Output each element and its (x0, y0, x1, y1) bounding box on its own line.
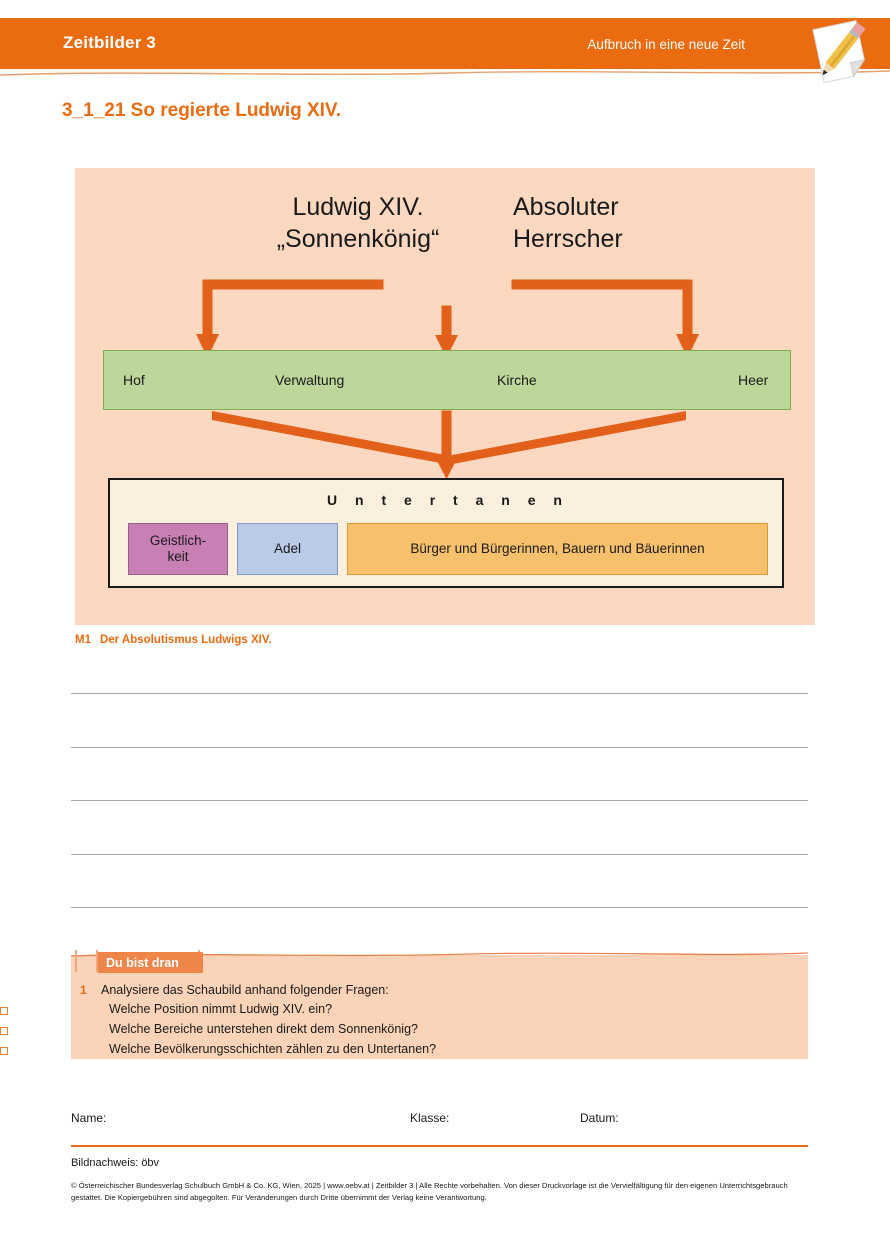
date-field-label: Datum: (580, 1111, 619, 1125)
green-bar-item-heer: Heer (738, 372, 769, 388)
figure-caption-text: Der Absolutismus Ludwigs XIV. (99, 634, 272, 646)
green-bar-item-hof: Hof (123, 372, 145, 388)
task-bullet-1: Welche Position nimmt Ludwig XIV. ein? (109, 1002, 333, 1016)
name-field-label: Name: (71, 1111, 107, 1125)
untertanen-groups: Geistlich- keit Adel Bürger und Bürgerin… (128, 523, 768, 575)
group-adel: Adel (237, 523, 338, 575)
diagram-king-label: Ludwig XIV. „Sonnenkönig“ (203, 191, 513, 255)
diagram-green-bar: Hof Verwaltung Kirche Heer (103, 350, 791, 410)
image-credit: Bildnachweis: öbv (71, 1157, 160, 1169)
header-bar (0, 18, 890, 69)
group-adel-label: Adel (273, 541, 302, 557)
task-bullet-3: Welche Bevölkerungsschichten zählen zu d… (109, 1042, 437, 1056)
answer-line-3 (71, 800, 808, 801)
task-checkbox-1[interactable] (0, 1007, 8, 1015)
answer-line-1 (71, 693, 808, 694)
copyright-notice: © Österreichischer Bundesverlag Schulbuc… (71, 1181, 788, 1202)
group-buerger-bauern: Bürger und Bürgerinnen, Bauern und Bäuer… (347, 523, 768, 575)
green-bar-item-verwaltung: Verwaltung (275, 372, 345, 388)
task-checkbox-3[interactable] (0, 1047, 8, 1055)
answer-line-4 (71, 854, 808, 855)
notepad-pencil-icon (800, 8, 886, 94)
answer-line-5 (71, 907, 808, 908)
answer-line-2 (71, 747, 808, 748)
class-field-label: Klasse: (410, 1111, 450, 1125)
figure-caption-number: M1 (75, 634, 91, 646)
king-label-line2: „Sonnenkönig“ (276, 225, 440, 253)
group-buerger-bauern-label: Bürger und Bürgerinnen, Bauern und Bäuer… (410, 541, 705, 557)
king-label-line1: Ludwig XIV. (292, 193, 424, 221)
untertanen-title: U n t e r t a n e n (327, 492, 569, 508)
ruler-label-line2: Herrscher (513, 225, 623, 253)
brand-title: Zeitbilder 3 (63, 33, 157, 52)
green-bar-item-kirche: Kirche (497, 372, 537, 388)
chapter-title: Aufbruch in eine neue Zeit (587, 37, 745, 52)
header-wave-divider (0, 68, 890, 78)
diagram-arrows (196, 279, 699, 479)
task-checkbox-2[interactable] (0, 1027, 8, 1035)
footer-divider (71, 1145, 808, 1147)
group-geistlichkeit-line2: keit (167, 549, 189, 564)
figure-caption: M1 Der Absolutismus Ludwigs XIV. (75, 634, 272, 646)
task-tick-2 (96, 950, 98, 972)
task-tick-1 (75, 950, 77, 972)
task-number: 1 (80, 983, 87, 997)
diagram-panel: Ludwig XIV. „Sonnenkönig“ Absoluter Herr… (75, 168, 815, 625)
du-bist-dran-badge: Du bist dran (98, 952, 203, 973)
page-title: 3_1_21 So regierte Ludwig XIV. (62, 100, 342, 121)
group-geistlichkeit-line1: Geistlich- (149, 533, 207, 549)
task-bullet-2: Welche Bereiche unterstehen direkt dem S… (109, 1022, 418, 1036)
group-geistlichkeit: Geistlich- keit (128, 523, 228, 575)
untertanen-box: U n t e r t a n e n Geistlich- keit Adel… (108, 478, 784, 588)
diagram-ruler-label: Absoluter Herrscher (513, 191, 813, 255)
task-prompt: Analysiere das Schaubild anhand folgende… (101, 983, 389, 997)
ruler-label-line1: Absoluter (513, 193, 619, 221)
